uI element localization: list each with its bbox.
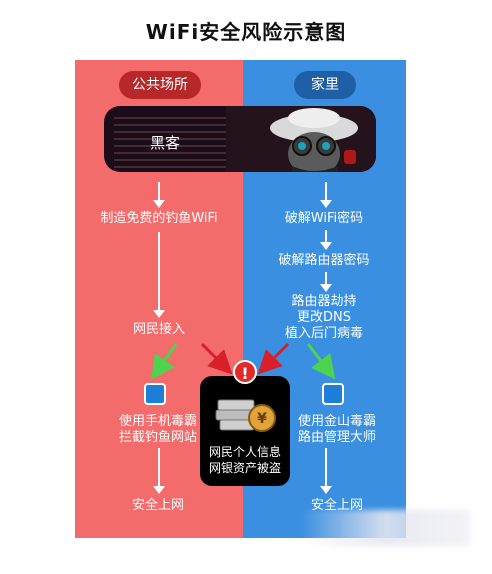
svg-text:¥: ¥ [257, 411, 267, 427]
red-arrow-right [257, 342, 290, 375]
antivirus-shield-icon [322, 383, 344, 405]
right-step-line-1: 路由器劫持 [291, 294, 357, 309]
page-title: WiFi安全风险示意图 [145, 20, 347, 44]
left-arrow-1 [153, 182, 165, 208]
right-defense-line-1: 使用金山毒霸 [297, 414, 376, 429]
right-defense: 使用金山毒霸 路由管理大师 [276, 414, 398, 446]
public-place-header: 公共场所 [119, 71, 201, 99]
red-arrow-left [200, 342, 233, 375]
data-theft-box: ¥ 网民个人信息 网银资产被盗 [200, 376, 290, 486]
banner-text-texture [114, 112, 234, 172]
right-step-line-2: 更改DNS [297, 310, 351, 325]
left-step-user-connects: 网民接入 [132, 322, 185, 337]
right-arrow-2 [320, 230, 332, 250]
money-stack-icon: ¥ [215, 399, 276, 432]
right-arrow-4 [320, 448, 332, 494]
data-theft-line-1: 网民个人信息 [208, 445, 281, 459]
hacker-figure-icon [226, 106, 376, 172]
warning-icon: ! [233, 360, 257, 384]
watermark-blur [300, 510, 470, 546]
hacker-label: 黑客 [150, 134, 181, 152]
antivirus-shield-icon [144, 383, 166, 405]
right-step-router-hijack: 路由器劫持 更改DNS 植入后门病毒 [255, 294, 393, 342]
left-defense: 使用手机毒霸 拦截钓鱼网站 [100, 414, 216, 446]
hacker-banner: 黑客 [104, 106, 376, 172]
left-arrow-2 [153, 232, 165, 318]
left-result: 安全上网 [131, 498, 184, 513]
green-arrow-right [306, 343, 336, 380]
right-result: 安全上网 [310, 498, 363, 513]
data-theft-line-2: 网银资产被盗 [208, 461, 281, 475]
left-defense-line-1: 使用手机毒霸 [118, 414, 197, 429]
data-theft-caption: 网民个人信息 网银资产被盗 [200, 444, 290, 476]
right-arrow-1 [320, 182, 332, 208]
left-step-phishing-wifi: 制造免费的钓鱼WiFi [100, 211, 218, 226]
right-step-line-3: 植入后门病毒 [284, 326, 363, 341]
right-step-crack-wifi: 破解WiFi密码 [284, 211, 364, 226]
left-arrow-3 [153, 448, 165, 494]
left-defense-line-2: 拦截钓鱼网站 [118, 430, 197, 445]
home-header: 家里 [294, 71, 356, 99]
right-step-crack-router: 破解路由器密码 [278, 253, 370, 268]
right-defense-line-2: 路由管理大师 [297, 430, 376, 445]
right-arrow-3 [320, 272, 332, 292]
green-arrow-left [151, 343, 178, 380]
